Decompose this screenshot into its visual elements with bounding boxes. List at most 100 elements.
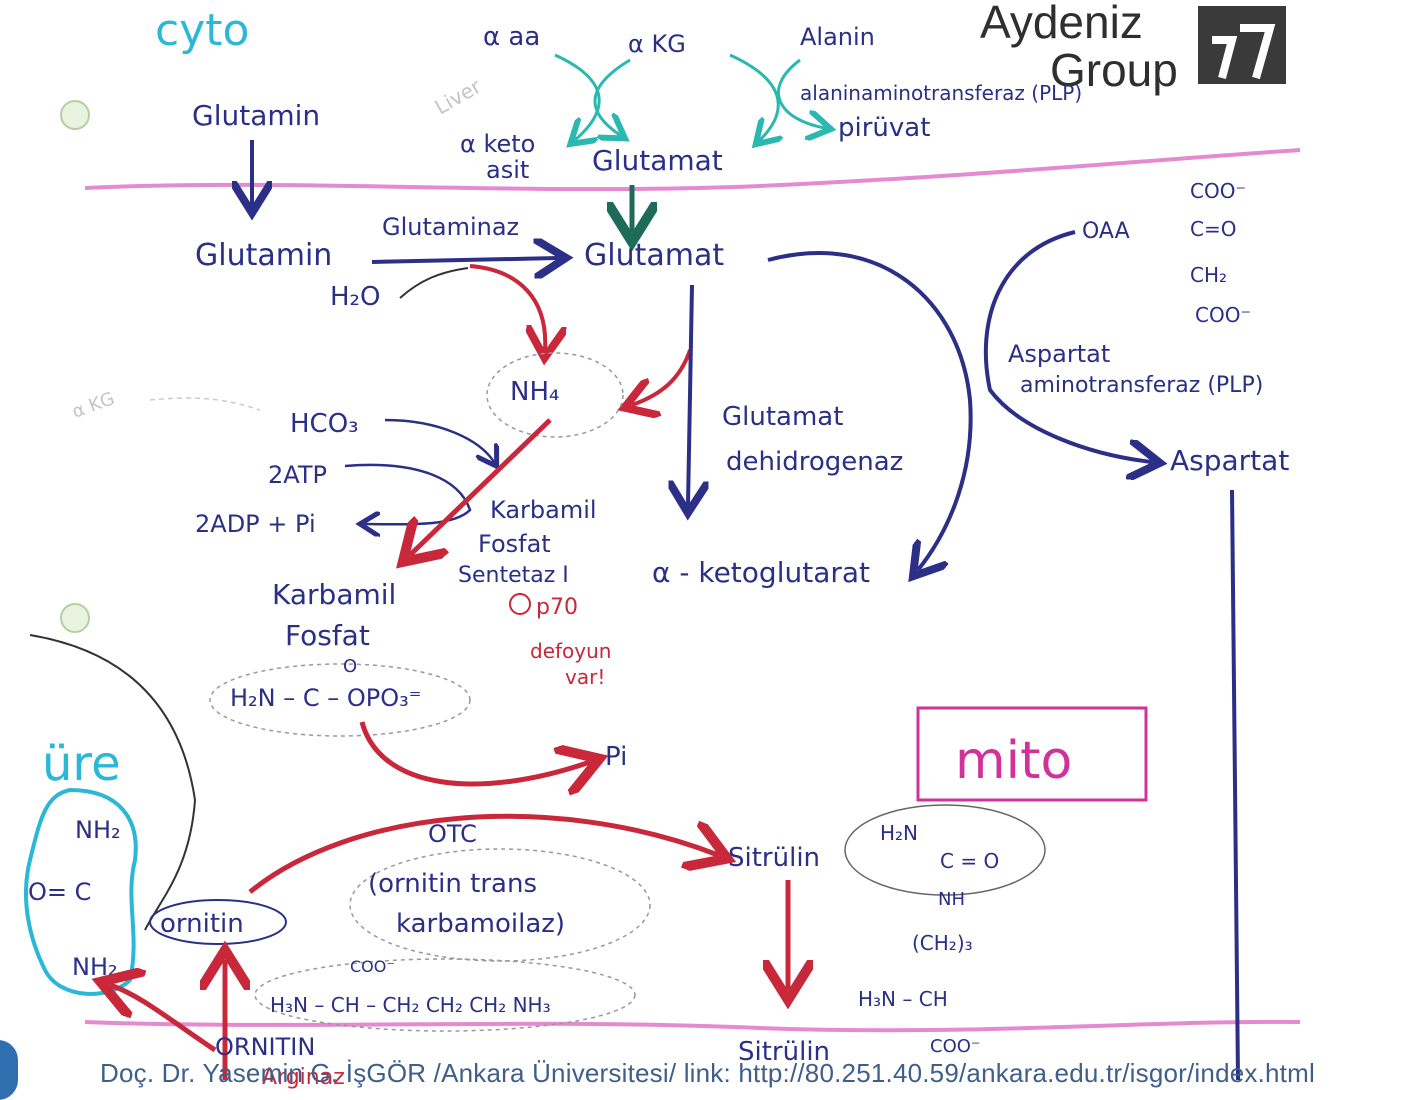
gdh-nh4-arrow xyxy=(632,349,692,405)
sitrulin-cyto-label: Sitrülin xyxy=(738,1037,830,1067)
top-keto-line1: α keto xyxy=(460,130,535,158)
top-alpha-kg: α KG xyxy=(628,30,686,58)
mito-label-box xyxy=(916,706,1148,802)
region-label-ure: üre xyxy=(42,736,121,792)
cps1-red-arrow xyxy=(410,418,552,555)
top-alt-enzyme: alaninaminotransferaz (PLP) xyxy=(800,81,1082,105)
h2o-arrow xyxy=(399,267,469,299)
mito-glutamin: Glutamin xyxy=(195,238,332,273)
sitrulin-struct-co: C = O xyxy=(940,849,999,873)
punch-hole-icon xyxy=(60,100,90,130)
arginaz-label: Arginaz xyxy=(262,1065,345,1090)
logo-mark-icon xyxy=(1198,6,1286,84)
ornitin-struct-coo: COO⁻ xyxy=(350,957,395,976)
oaa-struct-coo2: COO⁻ xyxy=(1195,303,1251,327)
hco3-arrow xyxy=(384,418,494,462)
karbamil-fosfat-line2: Fosfat xyxy=(285,619,370,652)
otc-full-line1: (ornitin trans xyxy=(368,869,537,899)
punch-hole-icon xyxy=(60,603,90,633)
sitrulin-struct-ch2: (CH₂)₃ xyxy=(912,931,973,955)
aspartat-label: Aspartat xyxy=(1170,444,1289,477)
cps1-label-line3: Sentetaz I xyxy=(458,563,569,588)
ast-enzyme-line1: Aspartat xyxy=(1008,340,1110,368)
otc-full-line2: karbamoilaz) xyxy=(396,909,565,939)
ast-arrow-glutamat xyxy=(767,251,973,570)
nh4-highlight xyxy=(486,352,624,438)
hco3-label: HCO₃ xyxy=(290,409,359,439)
ornitin-struct-formula: H₃N – CH – CH₂ CH₂ CH₂ NH₃ xyxy=(270,993,551,1017)
top-glutamin: Glutamin xyxy=(192,99,320,132)
transamination-arrow-right xyxy=(729,53,778,140)
ornitin-label: ornitin xyxy=(160,909,244,939)
carbamoyl-phosphate-struct-outline xyxy=(209,663,471,737)
sitrulin-struct-outline xyxy=(844,804,1046,896)
gdh-label-line2: dehidrogenaz xyxy=(726,447,903,477)
otc-full-outline xyxy=(349,848,651,962)
sitrulin-struct-h2n: H₂N xyxy=(880,821,918,845)
footer-credit: Doç. Dr. Yasemin G. İşGÖR /Ankara Üniver… xyxy=(100,1058,1315,1088)
top-glutamat: Glutamat xyxy=(592,144,723,177)
gdh-arrow xyxy=(688,284,692,505)
gdh-label-line1: Glutamat xyxy=(722,402,843,432)
cps1-label-line2: Fosfat xyxy=(478,530,551,558)
otc-pi-arrow xyxy=(359,721,590,784)
aspartat-down-line xyxy=(1230,489,1240,1081)
oaa-label: OAA xyxy=(1082,219,1130,244)
region-label-mito: mito xyxy=(955,731,1072,791)
top-pyruvat: pirüvat xyxy=(838,113,930,143)
glutaminase-arrow xyxy=(371,258,558,262)
top-alanin: Alanin xyxy=(800,23,875,51)
akg-product: α - ketoglutarat xyxy=(652,556,870,589)
footer-bullet-icon xyxy=(0,1040,18,1100)
akg-margin-dash xyxy=(149,397,261,411)
logo-mark-glyph-icon xyxy=(1212,24,1276,80)
cps1-label-line1: Karbamil xyxy=(490,496,597,524)
otc-label: OTC xyxy=(428,820,477,848)
sitrulin-label: Sitrülin xyxy=(728,843,820,873)
urea-nh2-top: NH₂ xyxy=(75,816,121,844)
urea-carbon: O= C xyxy=(28,878,91,906)
akg-margin-note: α KG xyxy=(70,388,118,423)
pi-label: Pi xyxy=(605,742,627,772)
carbamoyl-phosphate-o: O xyxy=(343,656,357,677)
oaa-struct-coo: COO⁻ xyxy=(1190,179,1246,203)
cps1-note-line1: p70 xyxy=(536,595,578,620)
transamination-arrow-left2 xyxy=(593,58,631,135)
glutaminaz-label: Glutaminaz xyxy=(382,213,519,241)
h2o-label: H₂O xyxy=(330,282,380,312)
karbamil-fosfat-line1: Karbamil xyxy=(272,578,396,611)
nag-activator-icon xyxy=(509,593,531,615)
top-alpha-aa: α aa xyxy=(483,22,540,52)
cps1-note-line3: var! xyxy=(565,665,605,689)
mito-glutamat: Glutamat xyxy=(584,238,724,273)
arginase-urea-arrow xyxy=(110,985,217,1053)
ast-arrow-oaa xyxy=(983,230,1152,462)
cell-boundary-line xyxy=(29,634,197,931)
top-keto-line2: asit xyxy=(486,156,529,184)
region-label-cyto: cyto xyxy=(155,5,249,56)
liver-note: Liver xyxy=(431,74,486,120)
logo-wordmark-line1: Aydeniz xyxy=(980,0,1143,48)
ast-enzyme-line2: aminotransferaz (PLP) xyxy=(1020,373,1263,398)
carbamoyl-phosphate-formula: H₂N – C – OPO₃⁼ xyxy=(230,684,421,712)
nh4-label: NH₄ xyxy=(510,377,559,407)
adp-label: 2ADP + Pi xyxy=(195,510,316,538)
glutaminase-nh4-arrow xyxy=(469,264,545,350)
sitrulin-struct-h3n: H₃N – CH xyxy=(858,987,948,1011)
sitrulin-struct-coo: COO⁻ xyxy=(930,1036,980,1057)
arginin-label: ORNITIN xyxy=(215,1033,315,1061)
cps1-note-line2: defoyun xyxy=(530,639,611,663)
transamination-arrow-left xyxy=(554,53,601,140)
oaa-struct-co: C=O xyxy=(1190,217,1236,241)
mito-membrane-top xyxy=(84,148,1301,192)
mito-membrane-bottom xyxy=(84,1019,1301,1033)
atp-label: 2ATP xyxy=(268,461,327,489)
logo-wordmark-line2: Group xyxy=(1050,44,1178,96)
urea-nh2-bottom: NH₂ xyxy=(72,953,118,981)
sitrulin-struct-nh: NH xyxy=(938,889,965,910)
oaa-struct-ch2: CH₂ xyxy=(1190,263,1227,287)
ornitin-struct-outline xyxy=(254,958,636,1032)
transamination-arrow-right2 xyxy=(777,58,825,128)
otc-red-arrow xyxy=(248,813,718,894)
